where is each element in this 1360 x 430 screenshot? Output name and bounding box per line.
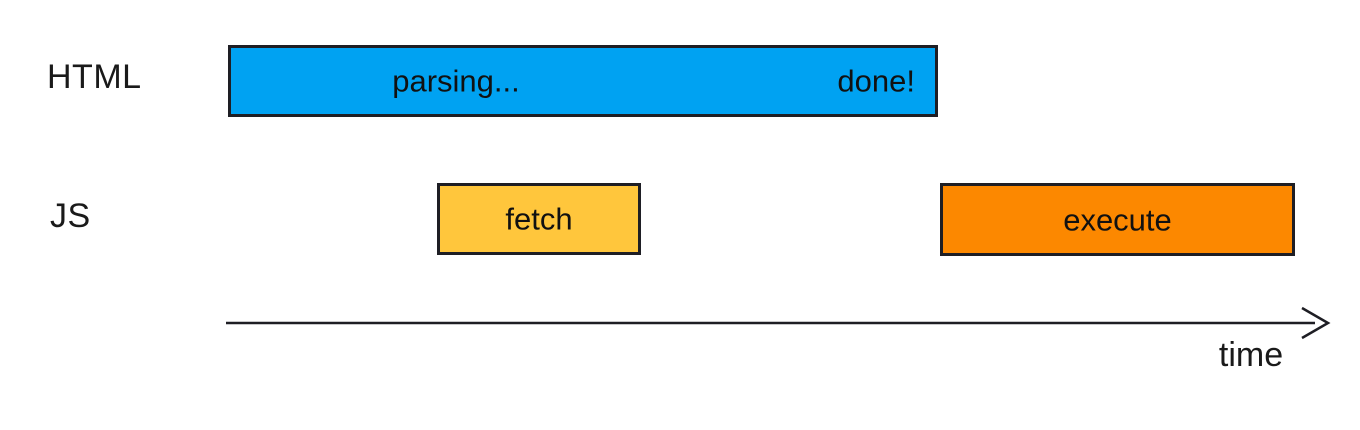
js-execute-bar: execute — [940, 183, 1295, 256]
fetch-label: fetch — [505, 201, 573, 237]
row-label-html: HTML — [47, 58, 142, 96]
time-axis-label: time — [1218, 336, 1284, 374]
js-fetch-bar: fetch — [437, 183, 641, 255]
execute-label: execute — [1063, 202, 1172, 237]
time-axis-arrow — [226, 306, 1331, 340]
arrowhead-chevron-icon — [1301, 306, 1331, 340]
parsing-label: parsing... — [392, 63, 520, 99]
row-label-js: JS — [50, 197, 91, 235]
done-label: done! — [837, 63, 915, 99]
html-parsing-bar: parsing... done! — [228, 45, 938, 117]
